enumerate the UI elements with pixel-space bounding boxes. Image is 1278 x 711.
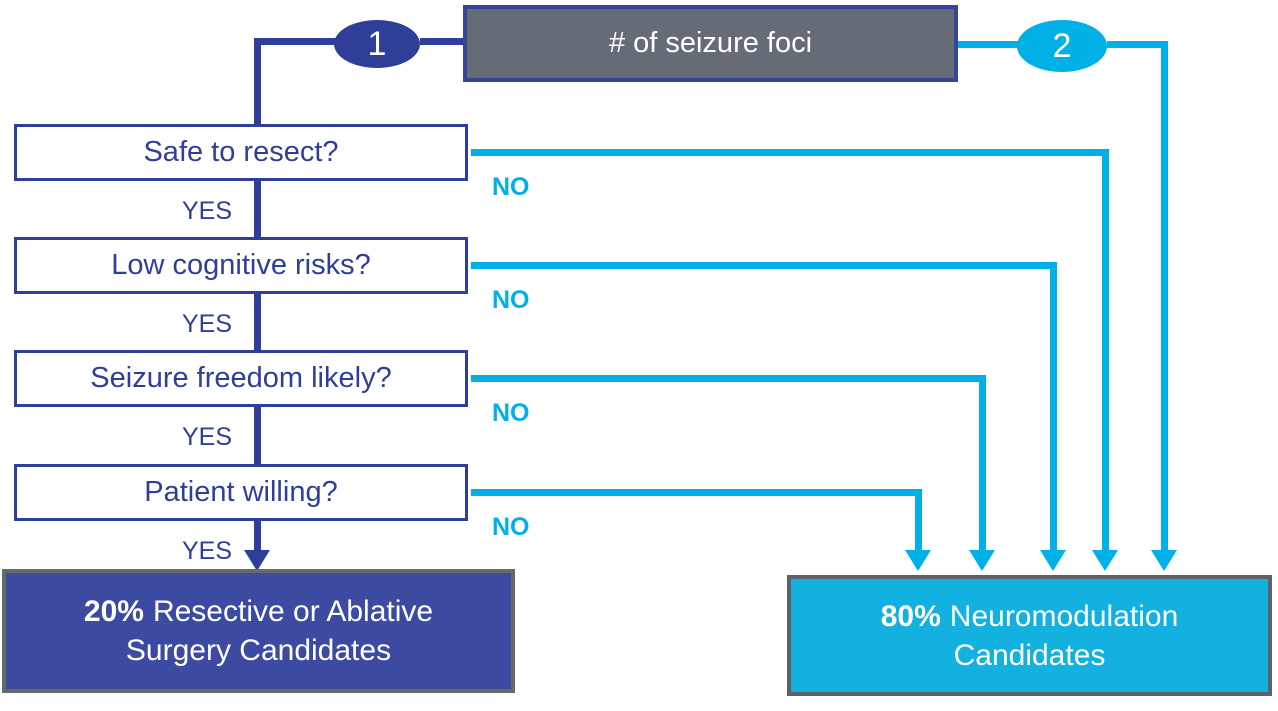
branch-1-label: 1 — [367, 24, 387, 63]
no-label-2: NO — [492, 286, 530, 314]
yes-label-2: YES — [181, 310, 232, 338]
question-label: Low cognitive risks? — [111, 249, 371, 281]
yes-label-3: YES — [181, 423, 232, 451]
yes-label-4: YES — [181, 537, 232, 565]
no-label-3: NO — [492, 399, 530, 427]
no-path-1-horizontal — [471, 149, 1109, 156]
branch-1-badge: 1 — [334, 20, 420, 68]
outcome-surgery-text-line2: Surgery Candidates — [125, 634, 392, 667]
outcome-surgery-text: Resective or Ablative — [152, 595, 434, 628]
branch-1-connector-right — [420, 38, 463, 45]
arrow-down-icon — [1040, 550, 1066, 571]
arrow-down-icon — [1151, 550, 1177, 571]
arrow-down-icon — [244, 550, 270, 571]
question-box-seizure-freedom-likely: Seizure freedom likely? — [14, 350, 468, 407]
no-path-3-horizontal — [471, 375, 986, 382]
outcome-box-surgery: 20%Resective or Ablative Surgery Candida… — [2, 569, 515, 693]
outcome-neuromodulation-text: Neuromodulation — [949, 599, 1179, 633]
outcome-neuromodulation-text-line2: Candidates — [953, 638, 1106, 672]
yes-label-1: YES — [181, 197, 232, 225]
branch-2-drop-line — [1161, 41, 1168, 552]
question-box-safe-to-resect: Safe to resect? — [14, 124, 468, 181]
no-label-1: NO — [492, 173, 530, 201]
trunk-line — [254, 38, 261, 552]
question-label: Patient willing? — [144, 476, 338, 508]
arrow-down-icon — [905, 550, 931, 571]
root-label: # of seizure foci — [608, 27, 813, 59]
branch-2-badge: 2 — [1017, 20, 1107, 72]
arrow-down-icon — [969, 550, 995, 571]
no-path-1-vertical — [1102, 149, 1109, 552]
no-label-4: NO — [492, 513, 530, 541]
question-label: Safe to resect? — [143, 136, 339, 168]
question-box-low-cognitive-risks: Low cognitive risks? — [14, 237, 468, 294]
outcome-box-neuromodulation: 80%Neuromodulation Candidates — [787, 575, 1272, 696]
question-box-patient-willing: Patient willing? — [14, 464, 468, 521]
question-label: Seizure freedom likely? — [90, 362, 392, 394]
root-node: # of seizure foci — [463, 5, 958, 82]
arrow-down-icon — [1092, 550, 1118, 571]
no-path-4-horizontal — [471, 489, 922, 496]
branch-2-label: 2 — [1052, 26, 1072, 65]
outcome-neuromodulation-percent: 80% — [880, 599, 941, 633]
outcome-surgery-percent: 20% — [83, 595, 144, 628]
branch-2-connector-right — [1107, 41, 1168, 48]
branch-1-connector-left — [254, 38, 340, 45]
no-path-3-vertical — [979, 375, 986, 552]
branch-2-connector-left — [958, 41, 1020, 48]
no-path-2-vertical — [1050, 262, 1057, 552]
no-path-2-horizontal — [471, 262, 1057, 269]
no-path-4-vertical — [915, 489, 922, 552]
